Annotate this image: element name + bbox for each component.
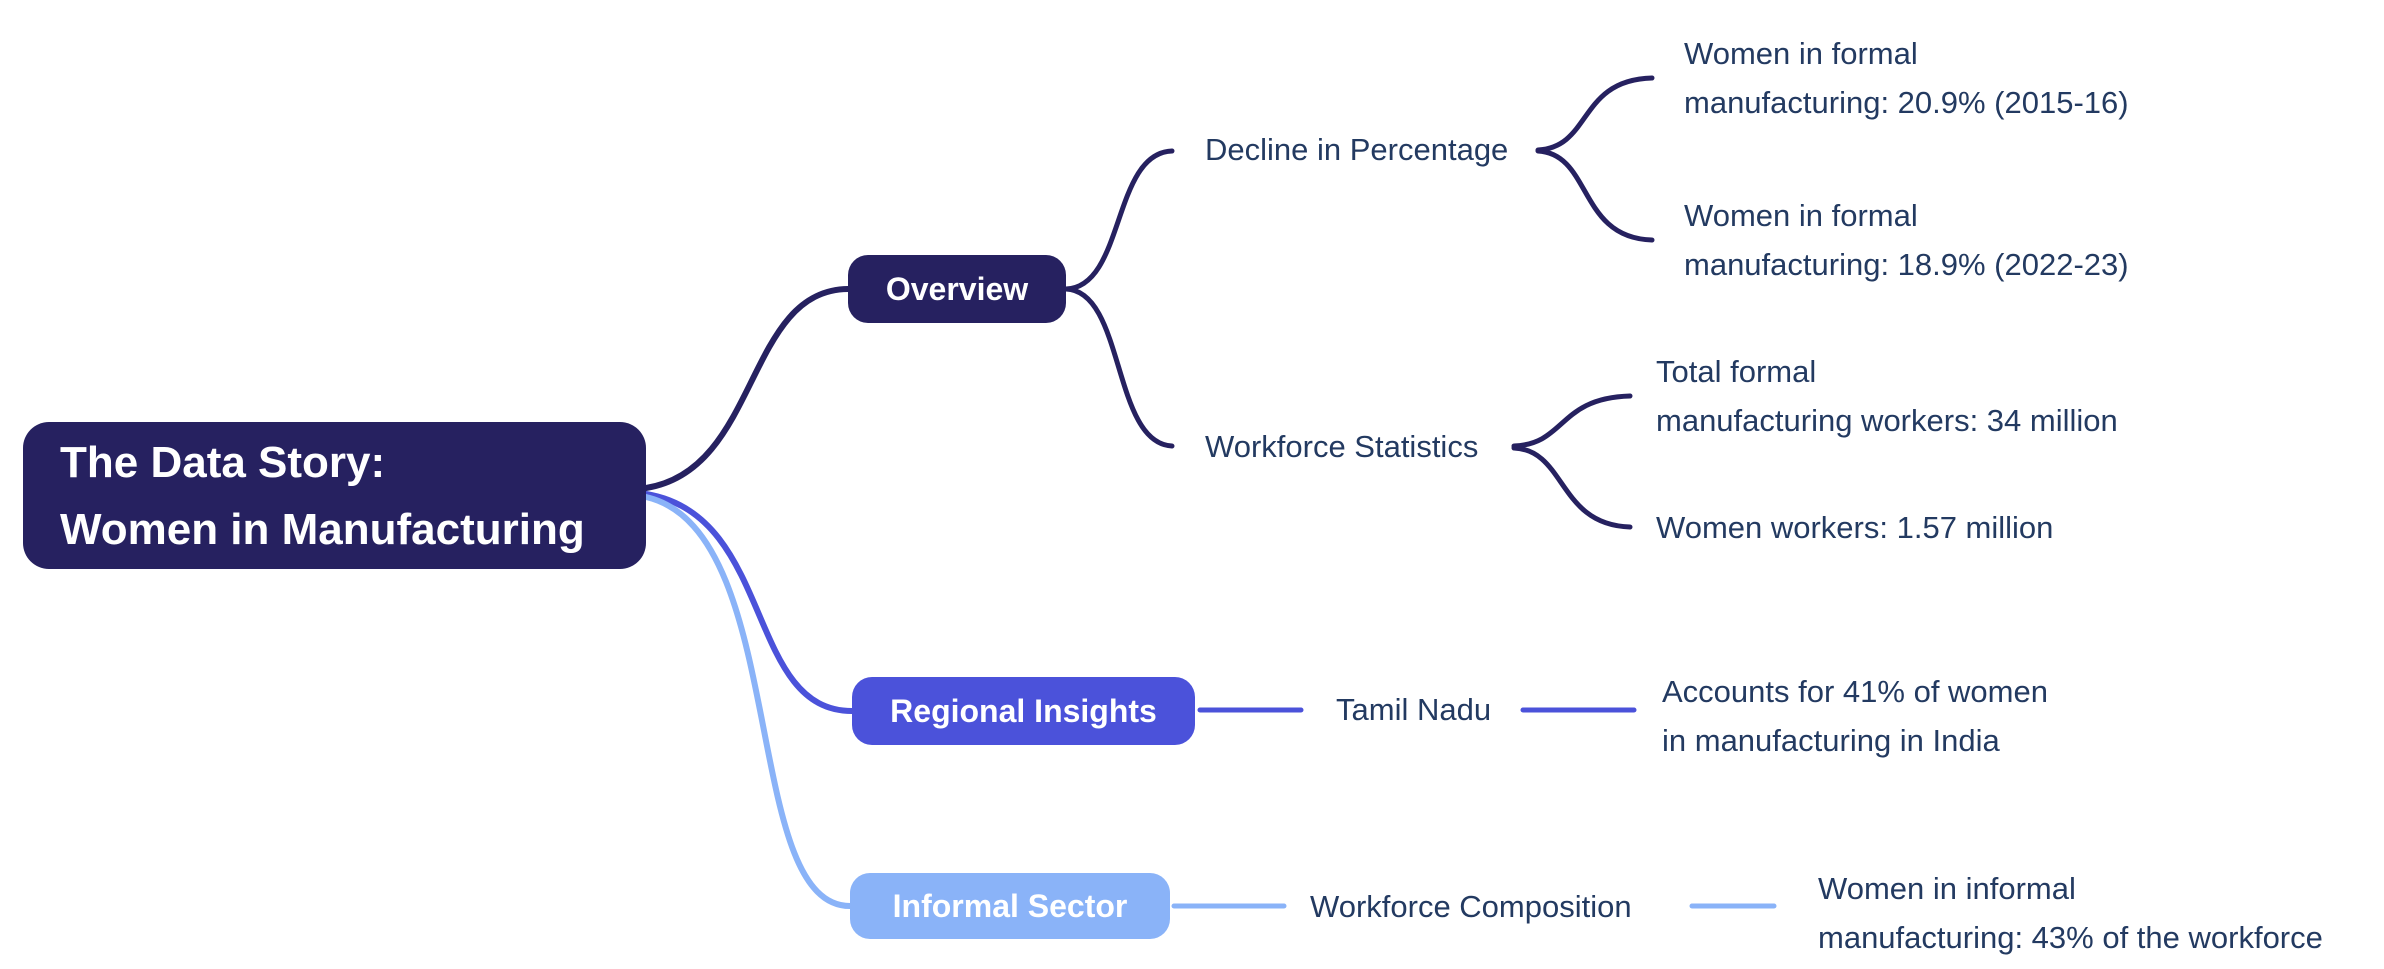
leaf-line: Women in formal (1684, 36, 1918, 71)
brace-workstats-bottom (1511, 445, 1633, 530)
connector-root-overview (643, 286, 851, 491)
leaf-line: in manufacturing in India (1662, 723, 2000, 758)
root-title-line-1: The Data Story: (60, 437, 386, 487)
leaf-line: manufacturing: 20.9% (2015-16) (1684, 85, 2129, 120)
branch-node-overview[interactable]: Overview (848, 255, 1066, 323)
leaf-line: manufacturing: 18.9% (2022-23) (1684, 247, 2129, 282)
leaf-node-tamil-nadu-share[interactable]: Accounts for 41% of women in manufacturi… (1662, 667, 2048, 765)
topic-label-tamil-nadu[interactable]: Tamil Nadu (1336, 692, 1492, 727)
root-node[interactable]: The Data Story: Women in Manufacturing (23, 422, 646, 569)
leaf-node-informal-share[interactable]: Women in informal manufacturing: 43% of … (1818, 864, 2323, 962)
leaf-node-total-workers[interactable]: Total formal manufacturing workers: 34 m… (1656, 347, 2118, 445)
connector-root-informal (643, 494, 853, 909)
brace-workstats-top (1511, 393, 1633, 449)
brace-decline-top (1535, 75, 1655, 153)
connector-overview-decline (1063, 148, 1175, 292)
branch-label-overview: Overview (885, 270, 1029, 307)
leaf-node-formal-2022[interactable]: Women in formal manufacturing: 18.9% (20… (1684, 191, 2129, 289)
topic-label-workforce-statistics[interactable]: Workforce Statistics (1205, 429, 1479, 464)
root-title-line-2: Women in Manufacturing (60, 504, 585, 554)
brace-decline-bottom (1535, 148, 1655, 243)
topic-label-workforce-composition[interactable]: Workforce Composition (1310, 889, 1632, 924)
branch-label-regional-insights: Regional Insights (890, 692, 1157, 729)
connector-overview-workstats (1063, 286, 1175, 449)
branch-node-regional-insights[interactable]: Regional Insights (852, 677, 1195, 745)
connector-root-regional (643, 491, 855, 714)
leaf-line: Women in informal (1818, 871, 2076, 906)
branch-label-informal-sector: Informal Sector (892, 887, 1128, 924)
leaf-node-formal-2015[interactable]: Women in formal manufacturing: 20.9% (20… (1684, 29, 2129, 127)
leaf-node-women-workers[interactable]: Women workers: 1.57 million (1656, 503, 2053, 552)
leaf-line: manufacturing: 43% of the workforce (1818, 920, 2323, 955)
leaf-line: manufacturing workers: 34 million (1656, 403, 2118, 438)
leaf-line: Total formal (1656, 354, 1817, 389)
leaf-line: Women in formal (1684, 198, 1918, 233)
leaf-line: Accounts for 41% of women (1662, 674, 2048, 709)
leaf-line: Women workers: 1.57 million (1656, 510, 2054, 545)
branch-node-informal-sector[interactable]: Informal Sector (850, 873, 1170, 939)
topic-label-decline-in-percentage[interactable]: Decline in Percentage (1205, 132, 1509, 167)
